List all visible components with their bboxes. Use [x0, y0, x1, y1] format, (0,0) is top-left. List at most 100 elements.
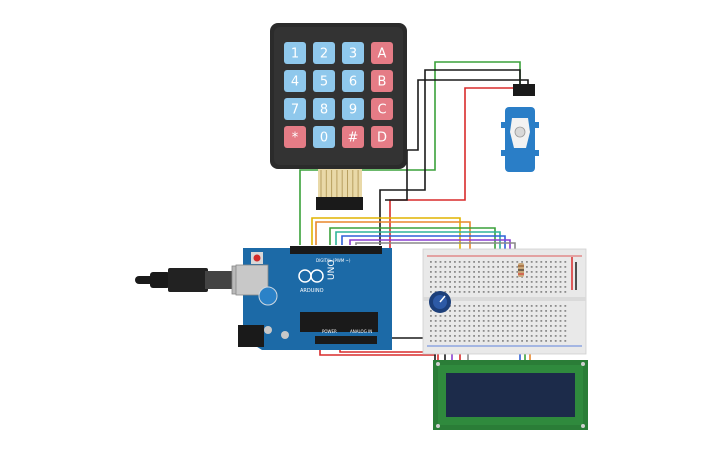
- breadboard-hole: [535, 266, 538, 268]
- breadboard-hole: [463, 291, 466, 293]
- breadboard-hole: [535, 315, 538, 317]
- breadboard-hole: [439, 266, 442, 268]
- breadboard-hole: [535, 286, 538, 288]
- breadboard-hole: [454, 266, 456, 268]
- breadboard-hole: [545, 305, 547, 307]
- breadboard-hole: [559, 276, 562, 278]
- breadboard-hole: [564, 340, 567, 342]
- breadboard-hole: [454, 261, 456, 263]
- breadboard-hole: [530, 310, 533, 312]
- breadboard-hole: [444, 340, 447, 342]
- breadboard-hole: [487, 325, 490, 327]
- breadboard-hole: [439, 330, 442, 332]
- keypad-ribbon: [316, 169, 363, 210]
- breadboard-hole: [545, 315, 547, 317]
- breadboard-hole: [497, 330, 499, 332]
- breadboard-hole: [521, 325, 523, 327]
- breadboard-hole: [468, 305, 471, 307]
- breadboard-hole: [516, 286, 519, 288]
- breadboard-hole: [550, 330, 552, 332]
- breadboard-hole: [550, 271, 552, 273]
- breadboard-hole: [502, 261, 504, 263]
- breadboard-hole: [506, 320, 509, 322]
- breadboard-hole: [473, 330, 475, 332]
- keypad-key-label: C: [377, 103, 386, 118]
- keypad-key-label: *: [292, 131, 299, 146]
- breadboard-hole: [511, 320, 514, 322]
- breadboard-hole: [482, 291, 485, 293]
- breadboard-hole: [521, 320, 523, 322]
- keypad-key: [284, 70, 306, 92]
- breadboard-hole: [473, 320, 475, 322]
- breadboard-hole: [540, 261, 543, 263]
- breadboard-hole: [564, 281, 567, 283]
- keypad-key-label: 2: [320, 47, 328, 62]
- breadboard-hole: [564, 320, 567, 322]
- breadboard-hole: [550, 286, 552, 288]
- breadboard-hole: [487, 271, 490, 273]
- breadboard-hole: [516, 320, 519, 322]
- analog-header: [315, 336, 377, 344]
- breadboard-hole: [473, 286, 475, 288]
- breadboard-hole: [550, 281, 552, 283]
- breadboard-hole: [478, 315, 480, 317]
- breadboard-hole: [487, 315, 490, 317]
- breadboard-hole: [516, 261, 519, 263]
- keypad-key-label: B: [378, 75, 387, 90]
- keypad-key: [371, 42, 393, 64]
- breadboard-hole: [526, 305, 528, 307]
- breadboard-hole: [506, 286, 509, 288]
- breadboard-hole: [550, 291, 552, 293]
- breadboard-hole: [540, 276, 543, 278]
- breadboard-hole: [535, 305, 538, 307]
- breadboard-hole: [559, 291, 562, 293]
- breadboard-hole: [554, 320, 557, 322]
- breadboard-hole: [497, 320, 499, 322]
- breadboard-hole: [444, 330, 447, 332]
- breadboard-hole: [526, 286, 528, 288]
- resistor: [518, 263, 524, 277]
- breadboard-hole: [554, 266, 557, 268]
- breadboard-hole: [444, 271, 447, 273]
- breadboard-hole: [530, 335, 533, 337]
- breadboard-hole: [492, 261, 495, 263]
- breadboard-hole: [478, 271, 480, 273]
- breadboard-hole: [454, 281, 456, 283]
- breadboard-hole: [497, 276, 499, 278]
- breadboard-hole: [530, 305, 533, 307]
- breadboard-hole: [550, 315, 552, 317]
- breadboard-hole: [545, 335, 547, 337]
- breadboard-hole: [564, 330, 567, 332]
- breadboard-hole: [449, 325, 451, 327]
- breadboard-hole: [545, 325, 547, 327]
- breadboard-hole: [559, 330, 562, 332]
- breadboard-hole: [439, 315, 442, 317]
- breadboard-hole: [521, 335, 523, 337]
- breadboard-hole: [454, 286, 456, 288]
- breadboard-hole: [554, 281, 557, 283]
- breadboard-hole: [540, 281, 543, 283]
- breadboard-hole: [430, 286, 432, 288]
- power-header-label: POWER: [322, 329, 337, 334]
- breadboard-hole: [468, 325, 471, 327]
- breadboard-hole: [492, 330, 495, 332]
- breadboard-hole: [463, 340, 466, 342]
- breadboard-hole: [458, 291, 461, 293]
- breadboard-hole: [564, 310, 567, 312]
- breadboard-hole: [492, 281, 495, 283]
- breadboard-hole: [511, 335, 514, 337]
- breadboard-hole: [530, 286, 533, 288]
- wire-servo-red: [319, 87, 526, 356]
- breadboard-hole: [502, 271, 504, 273]
- breadboard-hole: [430, 340, 432, 342]
- breadboard-hole: [439, 286, 442, 288]
- breadboard-hole: [454, 320, 456, 322]
- breadboard-hole: [502, 315, 504, 317]
- breadboard-hole: [526, 340, 528, 342]
- breadboard-hole: [516, 266, 519, 268]
- breadboard-hole: [458, 325, 461, 327]
- breadboard-hole: [535, 276, 538, 278]
- breadboard-hole: [521, 340, 523, 342]
- potentiometer: [429, 291, 451, 313]
- breadboard-hole: [554, 315, 557, 317]
